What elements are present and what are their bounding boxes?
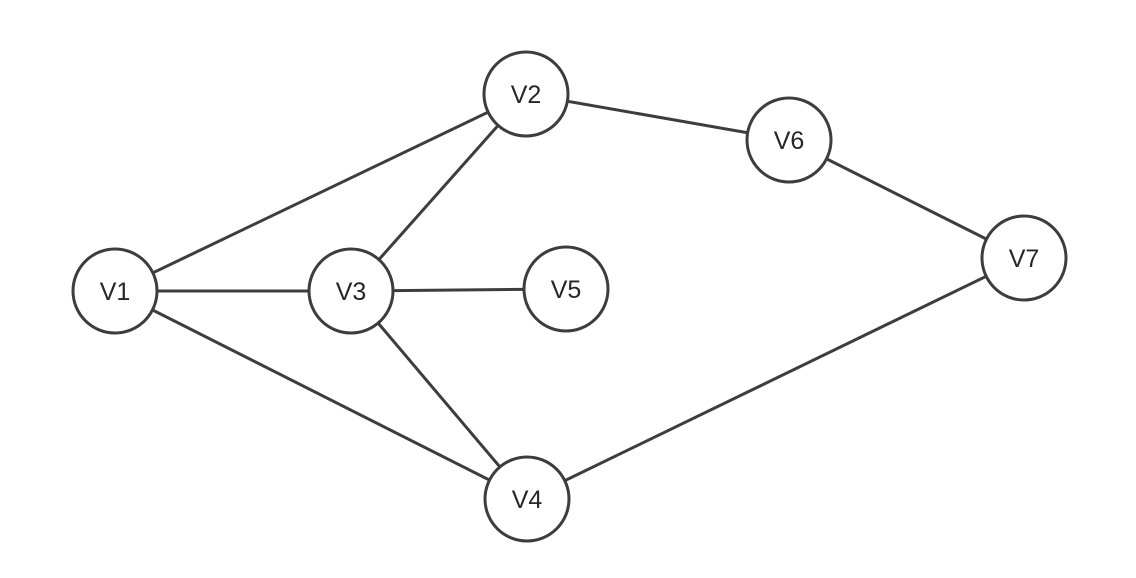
edge-v2-v3: [349, 92, 528, 293]
node-label-v3: V3: [336, 278, 367, 306]
edge-v2-v6: [524, 92, 791, 142]
graph-node-v5: V5: [522, 245, 610, 333]
node-circle-v7: [980, 214, 1068, 302]
graph-node-v7: V7: [980, 214, 1068, 302]
graph-node-v6: V6: [745, 96, 833, 184]
node-label-v7: V7: [1009, 245, 1040, 273]
edge-v6-v7: [787, 138, 1026, 260]
node-circle-v1: [71, 247, 159, 335]
node-circle-v2: [482, 50, 570, 138]
edge-v1-v4: [113, 289, 529, 501]
graph-node-v3: V3: [307, 247, 395, 335]
edge-v1-v2: [113, 92, 528, 293]
edge-v3-v4: [349, 289, 529, 501]
graph-node-v1: V1: [71, 247, 159, 335]
node-circle-v5: [522, 245, 610, 333]
node-label-v5: V5: [551, 276, 582, 304]
node-label-v4: V4: [512, 486, 543, 514]
node-label-v2: V2: [511, 81, 542, 109]
node-circle-v3: [307, 247, 395, 335]
graph-node-v2: V2: [482, 50, 570, 138]
edge-v4-v7: [525, 256, 1026, 501]
node-circle-v6: [745, 96, 833, 184]
graph-node-v4: V4: [483, 455, 571, 543]
node-label-v1: V1: [100, 278, 131, 306]
node-label-v6: V6: [774, 127, 805, 155]
node-circle-v4: [483, 455, 571, 543]
